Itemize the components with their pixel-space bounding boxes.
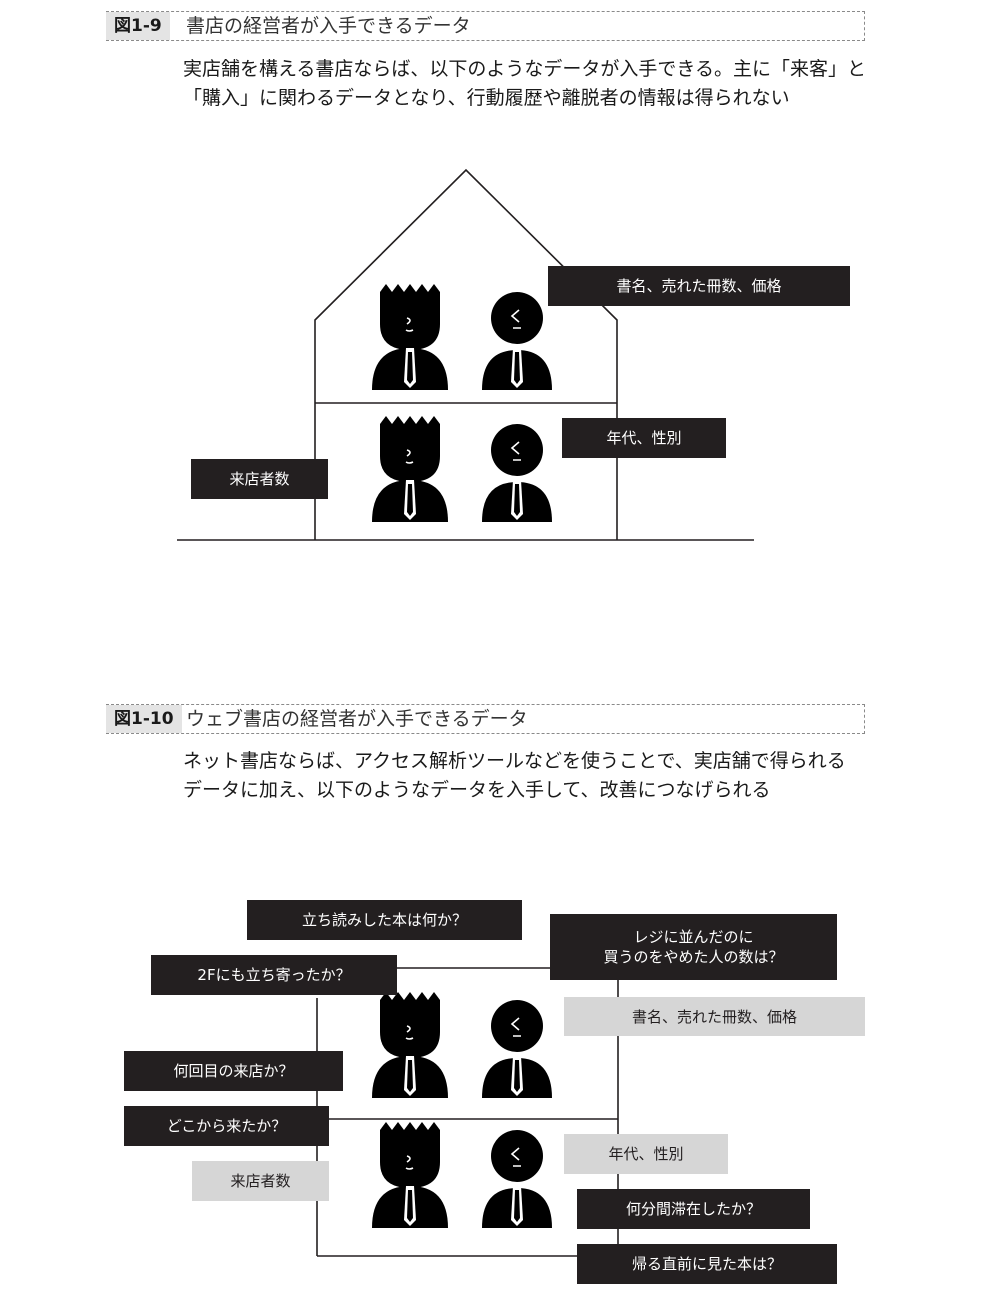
figure2-description-line1: ネット書店ならば、アクセス解析ツールなどを使うことで、実店舗で得られる (183, 750, 846, 772)
figure1-number: 図1-9 (106, 12, 170, 40)
figure2-label-browsed: 立ち読みした本は何か？ (247, 900, 522, 940)
figure2-customer-upper-left (371, 991, 449, 1099)
figure1-customer-upper-left (371, 283, 449, 391)
figure2-label-cart-abandon-line1: レジに並んだのに (633, 928, 754, 946)
figure2-label-last-viewed: 帰る直前に見た本は？ (577, 1244, 837, 1284)
figure1-description-line1: 実店舗を構える書店ならば、以下のようなデータが入手できる。主に「来客」と (183, 58, 867, 80)
figure1-house (177, 168, 754, 541)
figure2-label-cart-abandon: レジに並んだのに 買うのをやめた人の数は？ (550, 914, 837, 980)
figure2-description-line2: データに加え、以下のようなデータを入手して、改善につなげられる (183, 779, 771, 801)
figure2-label-referrer: どこから来たか？ (124, 1106, 329, 1146)
figure2-label-cart-abandon-line2: 買うのをやめた人の数は？ (603, 948, 784, 966)
figure2-label-visitors: 来店者数 (192, 1161, 329, 1201)
figure2-customer-upper-right (481, 999, 553, 1099)
figure2-label-visit-count: 何回目の来店か？ (124, 1051, 343, 1091)
figure1-customer-lower-right (481, 423, 553, 523)
figure2-label-dwell-time: 何分間滞在したか？ (577, 1189, 810, 1229)
figure1-header: 図1-9 書店の経営者が入手できるデータ (106, 11, 865, 41)
figure2-number: 図1-10 (106, 705, 182, 733)
figure1-customer-lower-left (371, 415, 449, 523)
figure1-label-visitors: 来店者数 (191, 459, 328, 499)
figure2-label-second-floor: 2Fにも立ち寄ったか？ (151, 955, 397, 995)
figure2-description: ネット書店ならば、アクセス解析ツールなどを使うことで、実店舗で得られる データに… (183, 747, 873, 805)
figure2-customer-lower-right (481, 1129, 553, 1229)
figure1-title: 書店の経営者が入手できるデータ (186, 15, 471, 37)
figure2-title: ウェブ書店の経営者が入手できるデータ (186, 708, 528, 730)
figure2-label-demographics: 年代、性別 (564, 1134, 728, 1174)
figure1-description-line2: 「購入」に関わるデータとなり、行動履歴や離脱者の情報は得られない (183, 87, 790, 109)
figure1-customer-upper-right (481, 291, 553, 391)
figure1-label-purchase: 書名、売れた冊数、価格 (548, 266, 850, 306)
figure1-description: 実店舗を構える書店ならば、以下のようなデータが入手できる。主に「来客」と 「購入… (183, 55, 873, 113)
figure2-header: 図1-10 ウェブ書店の経営者が入手できるデータ (106, 704, 865, 734)
figure1-label-demographics: 年代、性別 (562, 418, 726, 458)
figure2-customer-lower-left (371, 1121, 449, 1229)
figure2-label-purchase: 書名、売れた冊数、価格 (564, 997, 865, 1036)
